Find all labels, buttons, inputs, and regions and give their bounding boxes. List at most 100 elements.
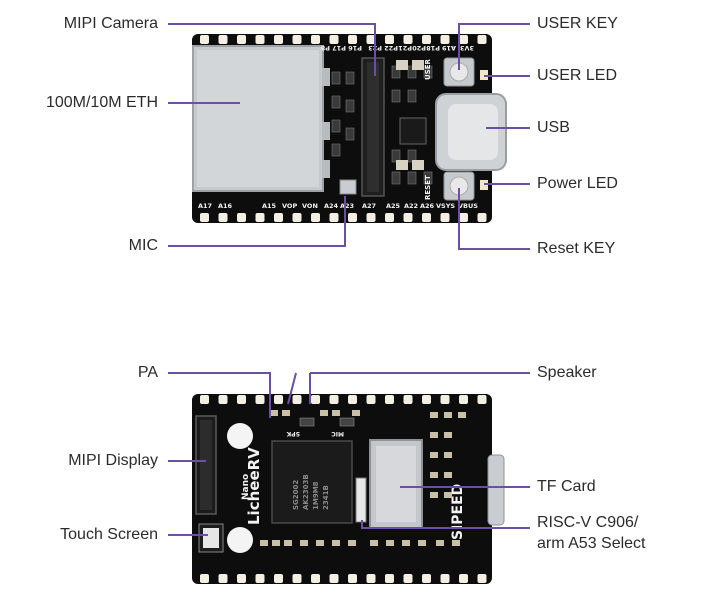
silk-bottom-pin: VON xyxy=(302,202,318,210)
bottom-pad-bottom xyxy=(348,574,357,583)
soc-chip xyxy=(271,440,353,524)
bottom-smd-part xyxy=(436,540,444,546)
bottom-smd-part xyxy=(272,540,280,546)
top-smd-part xyxy=(331,143,341,157)
bottom-smd-components xyxy=(260,410,466,546)
leader-riscv-select xyxy=(361,520,530,529)
bottom-pad-bottom xyxy=(403,574,413,583)
mic-pad xyxy=(339,417,355,427)
label-riscv-line1: RISC-V C906/ xyxy=(537,514,639,531)
bottom-smd-part xyxy=(386,540,394,546)
top-pad-top xyxy=(218,35,228,44)
top-smd-pad xyxy=(412,160,424,170)
leader-user-key xyxy=(458,23,530,70)
silk-mic: MIC xyxy=(331,430,344,437)
top-pad-top xyxy=(403,35,413,44)
mount-hole-top xyxy=(227,423,253,449)
silk-bottom-pin: VOP xyxy=(282,202,297,210)
top-pad-bottom xyxy=(237,213,246,222)
label-riscv-line2: arm A53 Select xyxy=(537,535,646,552)
bottom-smd-part xyxy=(332,540,340,546)
top-pad-top xyxy=(385,35,394,44)
label-eth: 100M/10M ETH xyxy=(45,94,158,111)
label-user-led: USER LED xyxy=(537,67,618,84)
silk-bottom-pin: A16 xyxy=(218,202,233,210)
bottom-smd-part xyxy=(352,410,360,416)
bottom-smd-part xyxy=(444,452,452,458)
bottom-pad-top xyxy=(237,395,246,404)
bottom-pad-top xyxy=(200,395,209,404)
bottom-pad-top xyxy=(403,395,413,404)
bottom-pad-bottom xyxy=(274,574,283,583)
top-pad-top xyxy=(311,35,320,44)
silk-spk: SPK xyxy=(286,430,300,437)
bottom-pad-bottom xyxy=(459,574,468,583)
top-pad-bottom xyxy=(311,213,320,222)
mipi-camera-slot xyxy=(367,62,379,192)
silk-bottom-pin: A26 xyxy=(420,202,435,210)
silk-top-pin: P21 xyxy=(398,44,412,52)
top-smd-part xyxy=(391,89,401,103)
bottom-pad-bottom xyxy=(311,574,320,583)
label-pa: PA xyxy=(137,364,158,381)
bottom-smd-part xyxy=(444,472,452,478)
top-smd-part xyxy=(345,127,355,141)
ethernet-tab-2 xyxy=(322,122,330,140)
silk-bottom-pin: A23 xyxy=(340,202,354,210)
label-touch-screen: Touch Screen xyxy=(60,526,158,543)
chip-text-1: SG2002 xyxy=(292,480,300,510)
mic-component xyxy=(339,179,357,195)
usb-c-side xyxy=(487,454,505,526)
bottom-pad-bottom xyxy=(422,574,431,583)
leader-lines xyxy=(168,23,530,536)
top-pad-bottom xyxy=(459,213,468,222)
bottom-smd-part xyxy=(430,472,438,478)
bottom-pad-bottom xyxy=(292,574,302,583)
label-user-key: USER KEY xyxy=(537,15,618,32)
silk-reset: RESET xyxy=(424,175,432,200)
silk-top-pin: 3V3 xyxy=(460,44,474,52)
bottom-smd-part xyxy=(430,412,438,418)
speaker-pad xyxy=(299,417,315,427)
bottom-smd-part xyxy=(332,410,340,416)
top-pad-top xyxy=(292,35,302,44)
top-smd-part xyxy=(423,65,433,79)
touch-screen-slot xyxy=(203,528,219,548)
bottom-smd-part xyxy=(430,432,438,438)
bottom-smd-part xyxy=(320,410,328,416)
bottom-pad-top xyxy=(218,395,228,404)
mount-hole-bottom xyxy=(227,527,253,553)
chip-text-4: 2341B xyxy=(322,485,330,510)
bottom-pad-top xyxy=(292,395,302,404)
top-pad-top xyxy=(348,35,357,44)
bottom-smd-part xyxy=(282,410,290,416)
mipi-display-slot xyxy=(200,420,212,510)
top-pad-bottom xyxy=(348,213,357,222)
chip-text-3: 1M9M8 xyxy=(312,481,320,510)
leader-speaker-3 xyxy=(287,372,297,405)
top-pad-top xyxy=(329,35,339,44)
top-pad-bottom xyxy=(403,213,413,222)
leader-mipi-camera xyxy=(168,23,376,76)
label-power-led: Power LED xyxy=(537,175,618,192)
bottom-pad-top xyxy=(385,395,394,404)
label-mipi-camera: MIPI Camera xyxy=(63,15,158,32)
top-pad-bottom xyxy=(200,213,209,222)
top-pad-bottom xyxy=(385,213,394,222)
bottom-smd-part xyxy=(270,410,278,416)
top-pad-top xyxy=(440,35,450,44)
bottom-pad-top xyxy=(422,395,431,404)
top-pad-bottom xyxy=(477,213,487,222)
bottom-pad-bottom xyxy=(329,574,339,583)
bottom-pad-bottom xyxy=(255,574,265,583)
top-smd-part xyxy=(423,171,433,185)
bottom-smd-part xyxy=(348,540,356,546)
leader-reset-key xyxy=(458,188,530,250)
top-pad-top xyxy=(274,35,283,44)
top-pad-bottom xyxy=(255,213,265,222)
bottom-smd-part xyxy=(430,492,438,498)
ethernet-tab-1 xyxy=(322,68,330,86)
silk-bottom-pin: VBUS xyxy=(458,202,478,210)
